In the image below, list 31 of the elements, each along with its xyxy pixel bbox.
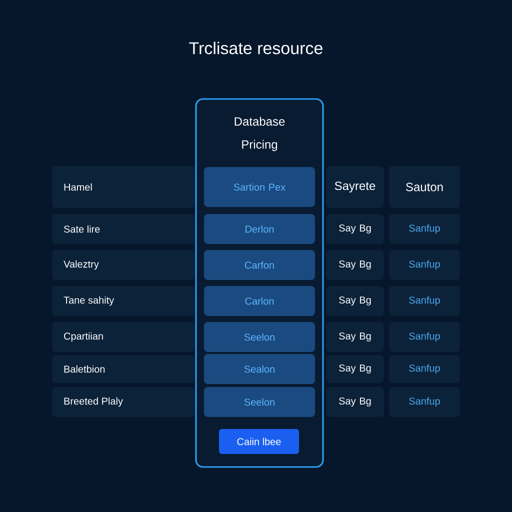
table-cell: Seelon bbox=[204, 322, 315, 352]
table-cell: Say Bg bbox=[326, 250, 384, 280]
table-cell: Say Bg bbox=[326, 355, 384, 383]
table-cell: Say Bg bbox=[326, 322, 384, 352]
table-cell: Sanfup bbox=[389, 387, 460, 417]
button: Caiin lbee bbox=[219, 429, 299, 454]
table-cell: Sate lire bbox=[52, 214, 195, 244]
table-cell: Sartion Pex bbox=[204, 167, 315, 207]
table-cell: Derlon bbox=[204, 214, 315, 244]
table-cell: Seelon bbox=[204, 387, 315, 417]
table-cell: Tane sahity bbox=[52, 286, 195, 316]
table-cell: Sealon bbox=[204, 354, 315, 384]
table-cell: Sanfup bbox=[389, 286, 460, 316]
table-cell: Say Bg bbox=[326, 286, 384, 316]
table-cell: Carlon bbox=[204, 286, 315, 316]
table-cell: Sanfup bbox=[389, 250, 460, 280]
title: Trclisate resource bbox=[189, 42, 322, 54]
table-cell: Hamel bbox=[52, 166, 195, 208]
table-cell: Breeted Plaly bbox=[52, 387, 195, 417]
column-heading: Database Pricing bbox=[234, 116, 285, 152]
table-cell: Say Bg bbox=[326, 387, 384, 417]
table-cell: Sanfup bbox=[389, 322, 460, 352]
table-cell: Sanfup bbox=[389, 355, 460, 383]
table-cell: Say Bg bbox=[326, 214, 384, 244]
table-cell: Cpartiian bbox=[52, 322, 195, 352]
table-cell: Baletbion bbox=[52, 355, 195, 383]
table-cell: Sanfup bbox=[389, 214, 460, 244]
table-cell: Sayrete bbox=[326, 166, 384, 208]
table-cell: Valeztry bbox=[52, 250, 195, 280]
table-cell: Sauton bbox=[389, 166, 460, 208]
table-cell: Carfon bbox=[204, 250, 315, 280]
